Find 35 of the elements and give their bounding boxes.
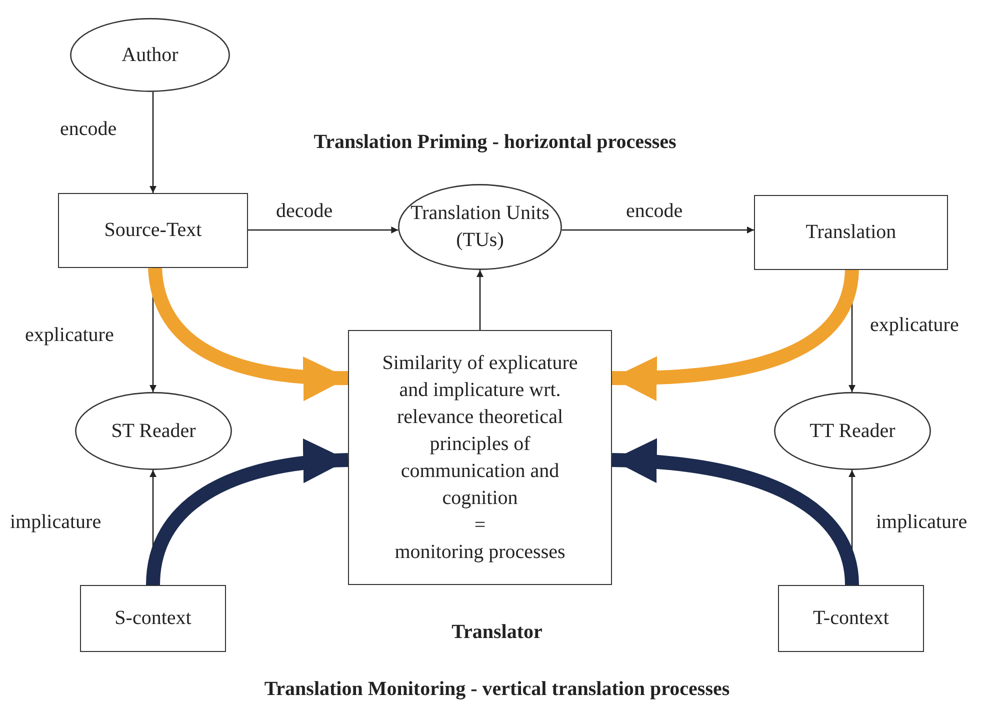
arrow (248, 226, 398, 234)
node-text: Author (122, 42, 178, 68)
edge-label: explicature (870, 314, 959, 337)
curved-arrow (612, 439, 859, 586)
process-box (348, 330, 612, 585)
node-text: = (474, 512, 486, 538)
ellipse-node (75, 392, 232, 470)
node-text: monitoring processes (394, 540, 566, 564)
node-text: TT Reader (810, 418, 896, 444)
arrow (150, 92, 156, 193)
edge-label: explicature (25, 324, 114, 347)
node-text: Translation Units (TUs) (410, 201, 550, 253)
node-text: Source-Text (104, 218, 202, 243)
process-box (80, 585, 226, 652)
ellipse-node (398, 184, 562, 270)
edge-label: implicature (876, 511, 968, 534)
node-text: Translation (806, 220, 896, 245)
arrow (476, 270, 484, 330)
ellipse-node (774, 392, 931, 470)
ellipse-node (70, 18, 230, 92)
heading-text: Translation Priming - horizontal processes (314, 131, 676, 154)
process-box (754, 195, 948, 270)
curved-arrow (146, 440, 348, 586)
process-box (778, 585, 924, 652)
heading-text: Translator (452, 621, 542, 644)
process-box (58, 193, 248, 268)
curved-arrow (612, 269, 859, 400)
node-text: ST Reader (111, 418, 196, 444)
heading-text: Translation Monitoring - vertical translation processes (264, 678, 730, 701)
node-text: S-context (114, 606, 192, 631)
curved-arrow (148, 267, 348, 400)
node-text: Similarity of explicature and implicature wrt. relevance theoretical principles of communication and cognition (381, 350, 579, 510)
arrow (562, 226, 754, 234)
node-text: T-context (813, 606, 889, 631)
edge-label: implicature (10, 511, 102, 534)
